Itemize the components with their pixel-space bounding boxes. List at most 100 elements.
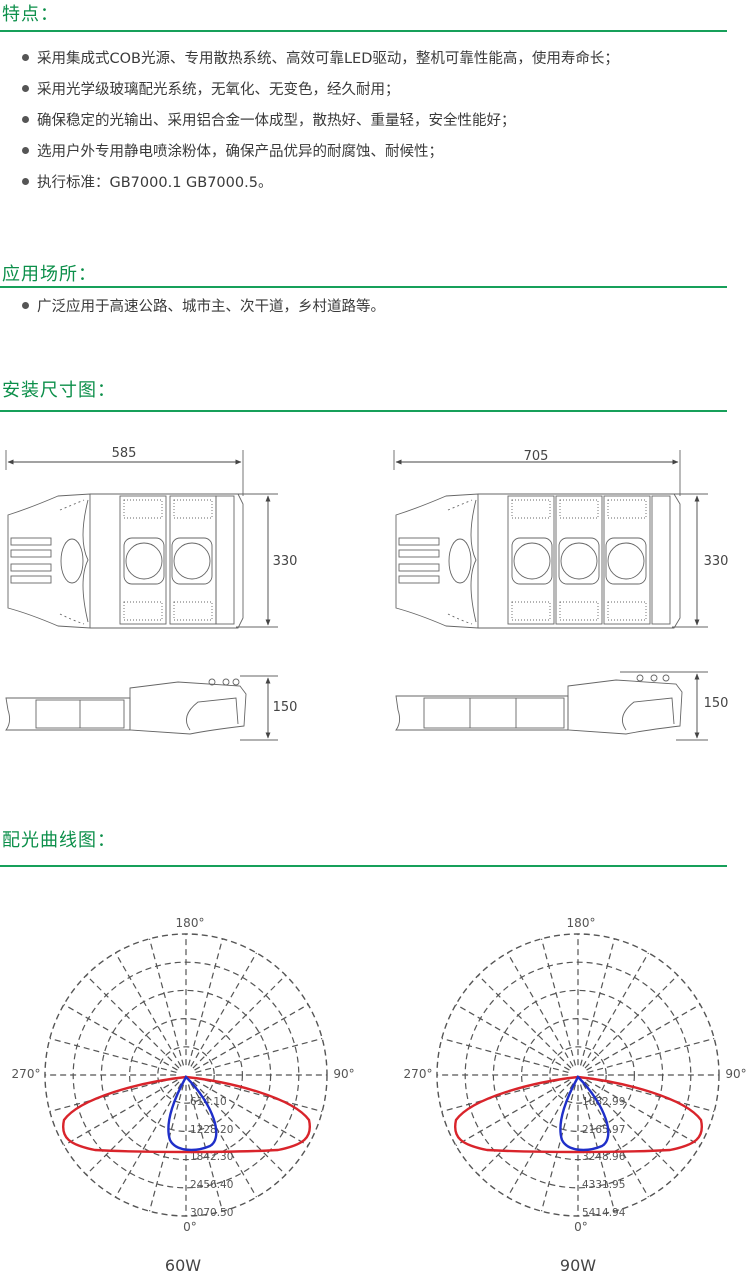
angle-label-right: 90° bbox=[333, 1067, 354, 1081]
list-item: 执行标准：GB7000.1 GB7000.5。 bbox=[22, 168, 619, 199]
grid-spoke bbox=[63, 1079, 178, 1147]
angle-label-top: 180° bbox=[176, 916, 205, 930]
scale-label: 1228.20 bbox=[190, 1124, 233, 1136]
polar-grid bbox=[436, 933, 720, 1217]
grid-spoke bbox=[192, 1081, 287, 1176]
photometric-divider bbox=[0, 865, 727, 867]
lamp-top-view-right bbox=[393, 450, 708, 629]
bullet-icon bbox=[22, 53, 29, 61]
curve-c0-red bbox=[453, 1075, 704, 1154]
grid-spoke bbox=[114, 952, 182, 1067]
list-item: 采用集成式COB光源、专用散热系统、高效可靠LED驱动，整机可靠性能高，使用寿命… bbox=[22, 44, 619, 75]
grid-spoke bbox=[582, 952, 650, 1067]
grid-spoke bbox=[63, 1003, 178, 1071]
grid-spoke bbox=[85, 1081, 180, 1176]
grid-spoke bbox=[194, 1079, 309, 1147]
scale-label: 3248.96 bbox=[582, 1151, 626, 1163]
grid-spoke bbox=[455, 1079, 570, 1147]
grid-spoke bbox=[195, 1037, 323, 1074]
grid-spoke bbox=[85, 974, 180, 1069]
grid-spoke bbox=[477, 1081, 572, 1176]
photometric-title: 配光曲线图： bbox=[2, 830, 116, 851]
list-item: 采用光学级玻璃配光系统，无氧化、无变色，经久耐用； bbox=[22, 75, 619, 106]
applications-divider bbox=[0, 286, 727, 288]
grid-spoke bbox=[192, 974, 287, 1069]
applications-title: 应用场所： bbox=[2, 264, 97, 285]
grid-ring bbox=[549, 1046, 607, 1104]
bullet-icon bbox=[22, 84, 29, 92]
scale-label: 1082.99 bbox=[582, 1096, 625, 1108]
grid-spoke bbox=[586, 1003, 701, 1071]
grid-ring bbox=[436, 933, 720, 1217]
grid-spoke bbox=[194, 1003, 309, 1071]
angle-label-bottom: 0° bbox=[574, 1220, 588, 1234]
grid-spoke bbox=[455, 1003, 570, 1071]
grid-spoke bbox=[506, 1083, 574, 1198]
features-list: 采用集成式COB光源、专用散热系统、高效可靠LED驱动，整机可靠性能高，使用寿命… bbox=[22, 44, 619, 199]
grid-spoke bbox=[148, 938, 185, 1066]
lamp-side-view-right bbox=[395, 671, 708, 741]
grid-spoke bbox=[540, 1084, 577, 1212]
width-label-left: 585 bbox=[112, 446, 137, 461]
curve-c0-red bbox=[61, 1075, 312, 1154]
side-height-label-left: 150 bbox=[273, 700, 298, 715]
grid-ring bbox=[44, 933, 328, 1217]
grid-spoke bbox=[579, 938, 616, 1066]
scale-label: 614.10 bbox=[190, 1096, 227, 1108]
grid-spoke bbox=[148, 1084, 185, 1212]
lamp-side-view-left bbox=[5, 675, 278, 741]
grid-spoke bbox=[506, 952, 574, 1067]
scale-label: 1842.30 bbox=[190, 1151, 233, 1163]
features-title: 特点： bbox=[2, 4, 59, 25]
dimensions-divider bbox=[0, 410, 727, 412]
list-item: 选用户外专用静电喷涂粉体，确保产品优异的耐腐蚀、耐候性； bbox=[22, 137, 619, 168]
grid-spoke bbox=[441, 1076, 569, 1113]
angle-label-right: 90° bbox=[725, 1067, 746, 1081]
height-label-right: 330 bbox=[704, 554, 729, 569]
bullet-icon bbox=[22, 301, 29, 309]
dimensions-title: 安装尺寸图： bbox=[2, 380, 116, 401]
scale-label: 2165.97 bbox=[582, 1124, 625, 1136]
side-height-label-right: 150 bbox=[704, 696, 729, 711]
grid-ring bbox=[521, 1017, 636, 1133]
grid-spoke bbox=[584, 1081, 679, 1176]
bullet-icon bbox=[22, 177, 29, 185]
list-item: 广泛应用于高速公路、城市主、次干道，乡村道路等。 bbox=[22, 292, 385, 323]
scale-label: 3070.50 bbox=[190, 1207, 233, 1219]
polar-diagram-90w: 180° 270° 90° 0° 1082.99 2165.97 3248.96… bbox=[404, 916, 747, 1234]
polar-grid bbox=[44, 933, 328, 1217]
scale-label: 5414.94 bbox=[582, 1207, 626, 1219]
grid-spoke bbox=[190, 1083, 258, 1198]
grid-spoke bbox=[190, 952, 258, 1067]
grid-spoke bbox=[187, 938, 224, 1066]
grid-spoke bbox=[582, 1083, 650, 1198]
grid-spoke bbox=[441, 1037, 569, 1074]
angle-label-top: 180° bbox=[567, 916, 596, 930]
grid-spoke bbox=[195, 1076, 323, 1113]
curve-c90-blue bbox=[559, 1075, 610, 1152]
grid-spoke bbox=[540, 938, 577, 1066]
scale-label: 4331.95 bbox=[582, 1179, 625, 1191]
grid-spoke bbox=[587, 1037, 715, 1074]
height-label-left: 330 bbox=[273, 554, 298, 569]
grid-spoke bbox=[587, 1076, 715, 1113]
lamp-top-view-left bbox=[5, 450, 278, 629]
width-label-right: 705 bbox=[524, 449, 549, 464]
grid-ring bbox=[129, 1017, 244, 1133]
scale-label: 2456.40 bbox=[190, 1179, 233, 1191]
applications-list: 广泛应用于高速公路、城市主、次干道，乡村道路等。 bbox=[22, 292, 385, 323]
polar-diagram-60w: 180° 270° 90° 0° 614.10 1228.20 1842.30 … bbox=[12, 916, 355, 1234]
grid-spoke bbox=[49, 1076, 177, 1113]
features-divider bbox=[0, 30, 727, 32]
grid-spoke bbox=[584, 974, 679, 1069]
grid-spoke bbox=[49, 1037, 177, 1074]
grid-ring bbox=[157, 1046, 215, 1104]
bullet-icon bbox=[22, 146, 29, 154]
curve-c90-blue bbox=[167, 1075, 218, 1152]
caption-90w: 90W bbox=[559, 1256, 597, 1275]
grid-spoke bbox=[477, 974, 572, 1069]
caption-60w: 60W bbox=[164, 1256, 202, 1275]
grid-spoke bbox=[586, 1079, 701, 1147]
angle-label-left: 270° bbox=[12, 1067, 41, 1081]
bullet-icon bbox=[22, 115, 29, 123]
